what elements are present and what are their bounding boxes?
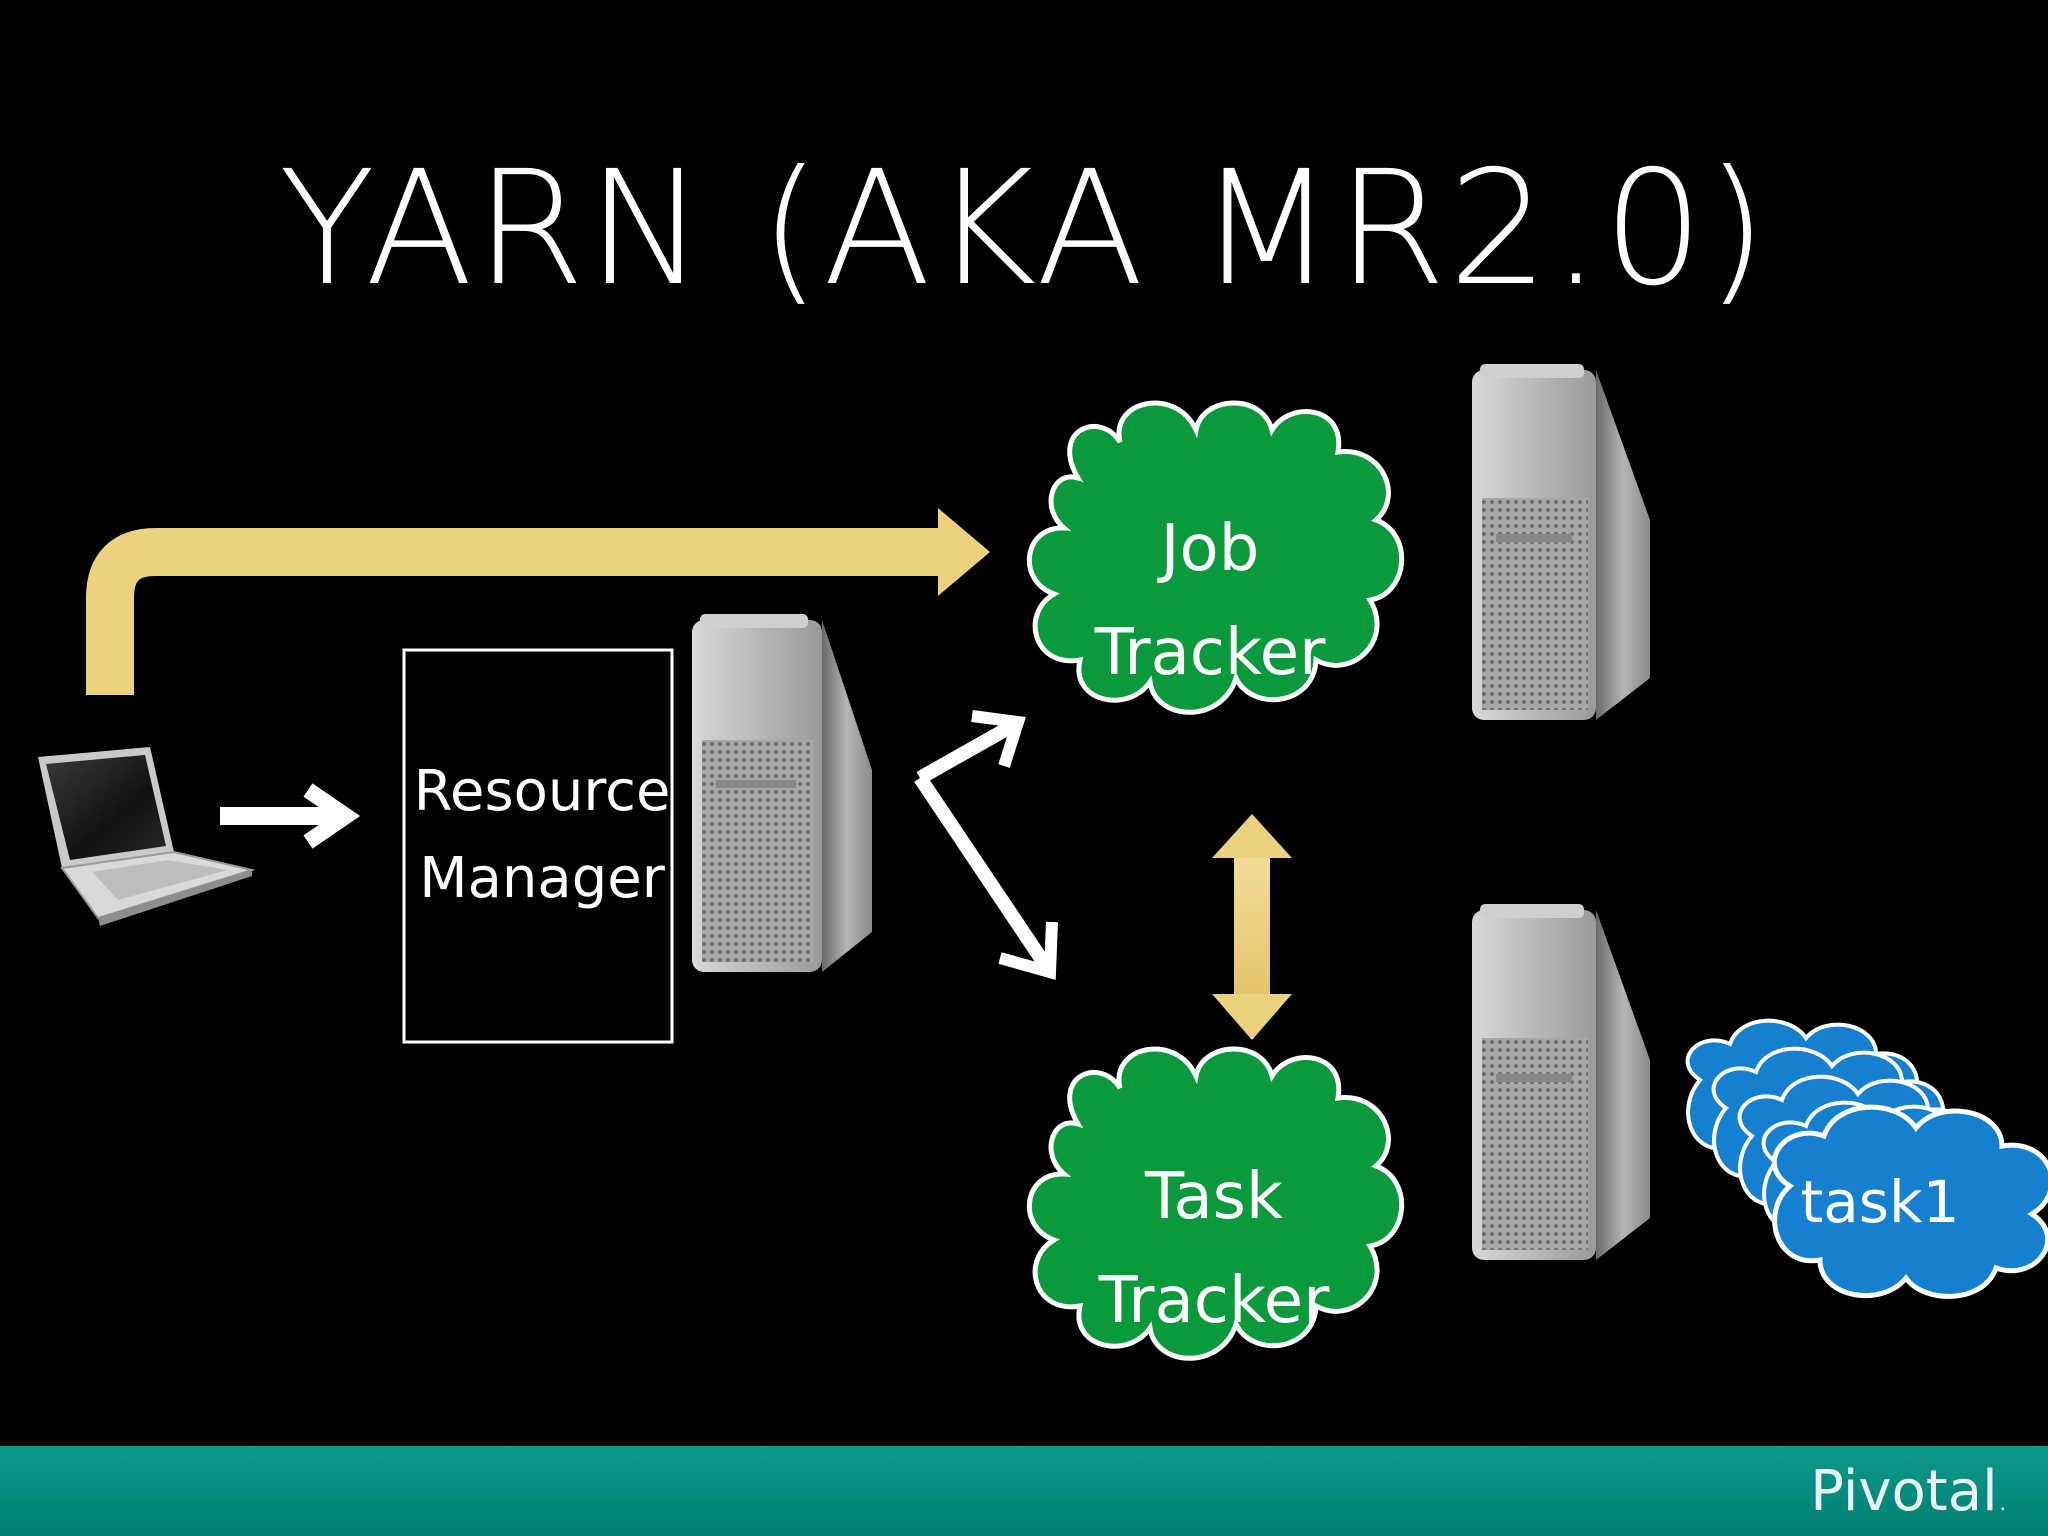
task1-cloud[interactable]: task1 [1771, 1104, 2048, 1299]
yarn-diagram: Resource Manager Job Tracker [38, 364, 2048, 1361]
laptop-icon [38, 747, 256, 926]
tower-server-icon [1472, 364, 1650, 720]
tower-server-icon [1472, 904, 1650, 1260]
resource-manager-label-line2: Manager [419, 846, 665, 911]
task-tracker-cloud[interactable]: Task Tracker [1026, 1046, 1404, 1361]
rm-to-jobtracker-arrow [916, 710, 1026, 785]
brand-mark: . [1999, 1491, 2006, 1515]
job-tracker-label-line2: Tracker [1094, 616, 1327, 690]
job-tracker-cloud[interactable]: Job Tracker [1026, 400, 1404, 715]
client-to-rm-arrow [220, 783, 361, 849]
client-to-jobtracker-arrow [86, 508, 990, 695]
rm-to-tasktracker-arrow [914, 774, 1058, 980]
task-cloud-stack: task1 [1685, 1018, 2048, 1299]
brand-logo: Pivotal. [1810, 1464, 2006, 1520]
footer-bar: Pivotal. [0, 1446, 2048, 1536]
jobtracker-tasktracker-link [1212, 814, 1292, 1040]
job-tracker-label-line1: Job [1157, 512, 1260, 586]
resource-manager-box[interactable]: Resource Manager [402, 648, 674, 1044]
task-tracker-label-line1: Task [1144, 1160, 1283, 1234]
tower-server-icon [692, 614, 872, 972]
slide-title: YARN (AKA MR2.0) [278, 137, 1770, 321]
resource-manager-label-line1: Resource [414, 759, 671, 824]
task1-label: task1 [1801, 1168, 1960, 1236]
brand-name: Pivotal [1810, 1459, 1998, 1524]
task-tracker-label-line2: Tracker [1098, 1264, 1331, 1338]
